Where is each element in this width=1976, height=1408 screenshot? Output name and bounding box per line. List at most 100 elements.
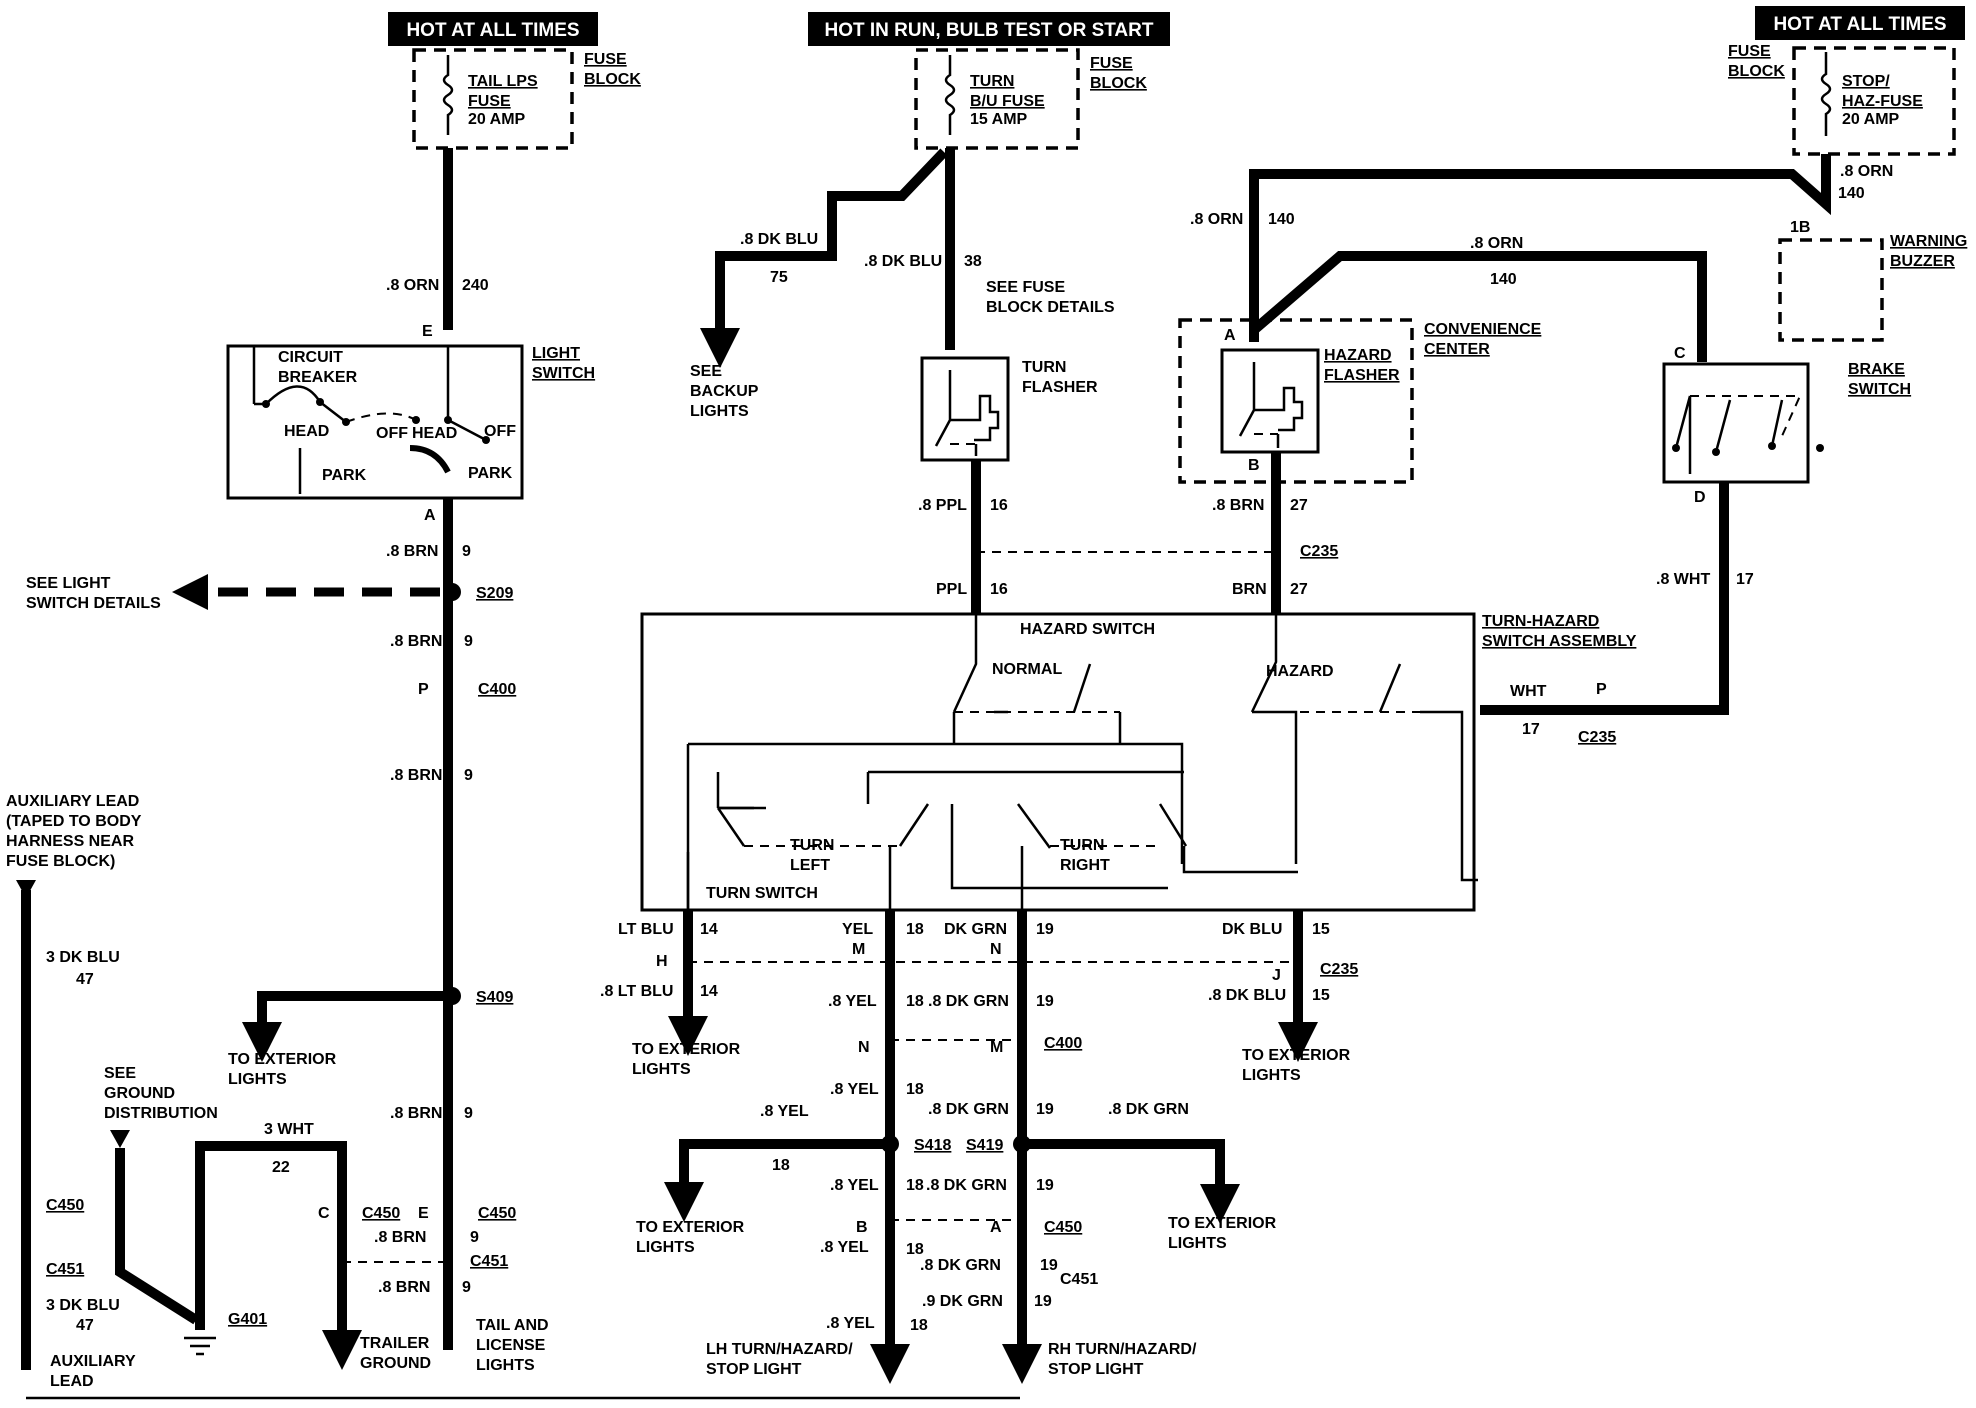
diagram-label: 14 bbox=[700, 983, 718, 1000]
diagram-label: BLOCK bbox=[1728, 63, 1785, 80]
diagram-label: M bbox=[990, 1039, 1003, 1056]
diagram-label: STOP LIGHT bbox=[1048, 1361, 1144, 1378]
diagram-label: RH TURN/HAZARD/ bbox=[1048, 1341, 1197, 1358]
diagram-label: .8 ORN bbox=[1190, 211, 1243, 228]
diagram-label: WHT bbox=[1510, 683, 1547, 700]
diagram-label: E bbox=[418, 1205, 429, 1222]
diagram-label: LIGHTS bbox=[476, 1357, 535, 1374]
diagram-label: LEFT bbox=[790, 857, 830, 874]
diagram-label: SEE bbox=[690, 363, 722, 380]
diagram-label: WARNING bbox=[1890, 233, 1967, 250]
diagram-label: TO EXTERIOR bbox=[228, 1051, 337, 1068]
diagram-label: .8 YEL bbox=[828, 993, 877, 1010]
diagram-label: OFF bbox=[484, 423, 516, 440]
diagram-label: HAZARD bbox=[1324, 347, 1392, 364]
diagram-label: SEE LIGHT bbox=[26, 575, 111, 592]
diagram-label: A bbox=[990, 1219, 1002, 1236]
diagram-label: C400 bbox=[1044, 1035, 1082, 1052]
diagram-label: .8 YEL bbox=[820, 1239, 869, 1256]
diagram-label: 15 bbox=[1312, 987, 1330, 1004]
diagram-label: 75 bbox=[770, 269, 788, 286]
diagram-label: OFF bbox=[376, 425, 408, 442]
diagram-label: RIGHT bbox=[1060, 857, 1110, 874]
diagram-label: 9 bbox=[462, 543, 471, 560]
diagram-label: C235 bbox=[1300, 543, 1338, 560]
diagram-label: FUSE bbox=[1728, 43, 1771, 60]
diagram-label: C450 bbox=[362, 1205, 400, 1222]
diagram-label: C451 bbox=[470, 1253, 508, 1270]
diagram-label: LH TURN/HAZARD/ bbox=[706, 1341, 853, 1358]
header-stop: HOT AT ALL TIMES bbox=[1755, 6, 1965, 40]
diagram-label: S418 bbox=[914, 1137, 951, 1154]
diagram-label: N bbox=[990, 941, 1002, 958]
diagram-label: 3 DK BLU bbox=[46, 1297, 120, 1314]
diagram-label: BLOCK DETAILS bbox=[986, 299, 1115, 316]
diagram-label: YEL bbox=[842, 921, 873, 938]
diagram-label: HOT AT ALL TIMES bbox=[1773, 14, 1946, 35]
diagram-label: TO EXTERIOR bbox=[636, 1219, 745, 1236]
diagram-label: DISTRIBUTION bbox=[104, 1105, 218, 1122]
diagram-label: C451 bbox=[1060, 1271, 1098, 1288]
diagram-label: 18 bbox=[910, 1317, 928, 1334]
diagram-label: 18 bbox=[906, 1177, 924, 1194]
diagram-label: LIGHT bbox=[532, 345, 580, 362]
diagram-label: LT BLU bbox=[618, 921, 674, 938]
diagram-label: BRN bbox=[1232, 581, 1267, 598]
diagram-label: 140 bbox=[1838, 185, 1865, 202]
diagram-label: HAZARD SWITCH bbox=[1020, 621, 1155, 638]
diagram-label: A bbox=[424, 507, 436, 524]
diagram-label: SWITCH ASSEMBLY bbox=[1482, 633, 1637, 650]
diagram-label: BREAKER bbox=[278, 369, 358, 386]
header-turn: HOT IN RUN, BULB TEST OR START bbox=[808, 12, 1170, 46]
diagram-label: 240 bbox=[462, 277, 489, 294]
diagram-label: 20 AMP bbox=[468, 111, 526, 128]
diagram-label: DK GRN bbox=[944, 921, 1007, 938]
diagram-label: 22 bbox=[272, 1159, 290, 1176]
diagram-label: S419 bbox=[966, 1137, 1003, 1154]
diagram-label: HOT IN RUN, BULB TEST OR START bbox=[825, 20, 1154, 41]
diagram-label: S409 bbox=[476, 989, 513, 1006]
header-tail: HOT AT ALL TIMES bbox=[388, 12, 598, 46]
diagram-label: 47 bbox=[76, 971, 94, 988]
diagram-label: GROUND bbox=[360, 1355, 431, 1372]
diagram-label: H bbox=[656, 953, 668, 970]
diagram-label: LIGHTS bbox=[632, 1061, 691, 1078]
diagram-label: BLOCK bbox=[1090, 75, 1147, 92]
diagram-label: 16 bbox=[990, 497, 1008, 514]
diagram-label: .8 DK BLU bbox=[864, 253, 942, 270]
diagram-label: 17 bbox=[1522, 721, 1540, 738]
diagram-label: BUZZER bbox=[1890, 253, 1955, 270]
diagram-label: .8 BRN bbox=[390, 1105, 442, 1122]
diagram-label: 47 bbox=[76, 1317, 94, 1334]
diagram-label: D bbox=[1694, 489, 1706, 506]
diagram-label: N bbox=[858, 1039, 870, 1056]
diagram-label: DK BLU bbox=[1222, 921, 1282, 938]
diagram-label: .8 DK GRN bbox=[920, 1257, 1001, 1274]
diagram-label: 3 WHT bbox=[264, 1121, 314, 1138]
stop-fuse: STOP/ HAZ-FUSE 20 AMP FUSE BLOCK bbox=[1728, 43, 1956, 156]
diagram-label: .8 DK GRN bbox=[928, 1101, 1009, 1118]
diagram-label: J bbox=[1272, 967, 1281, 984]
diagram-label: LIGHTS bbox=[636, 1239, 695, 1256]
diagram-label: 17 bbox=[1736, 571, 1754, 588]
diagram-label: 140 bbox=[1268, 211, 1295, 228]
turn-fuse: TURN B/U FUSE 15 AMP FUSE BLOCK bbox=[914, 48, 1147, 150]
diagram-label: .8 LT BLU bbox=[600, 983, 673, 1000]
diagram-label: TURN bbox=[1060, 837, 1104, 854]
diagram-label: PPL bbox=[936, 581, 967, 598]
diagram-label: 9 bbox=[464, 767, 473, 784]
diagram-label: 18 bbox=[906, 1241, 924, 1258]
diagram-label: CONVENIENCE bbox=[1424, 321, 1542, 338]
diagram-label: 15 AMP bbox=[970, 111, 1028, 128]
diagram-label: AUXILIARY LEAD bbox=[6, 793, 139, 810]
diagram-label: BLOCK bbox=[584, 71, 641, 88]
diagram-label: 18 bbox=[906, 921, 924, 938]
diagram-label: 20 AMP bbox=[1842, 111, 1900, 128]
diagram-label: .8 DK GRN bbox=[928, 993, 1009, 1010]
diagram-label: (TAPED TO BODY bbox=[6, 813, 142, 830]
diagram-label: S209 bbox=[476, 585, 513, 602]
diagram-label: SWITCH DETAILS bbox=[26, 595, 161, 612]
diagram-label: AUXILIARY bbox=[50, 1353, 136, 1370]
diagram-label: TURN-HAZARD bbox=[1482, 613, 1599, 630]
diagram-label: C450 bbox=[478, 1205, 516, 1222]
